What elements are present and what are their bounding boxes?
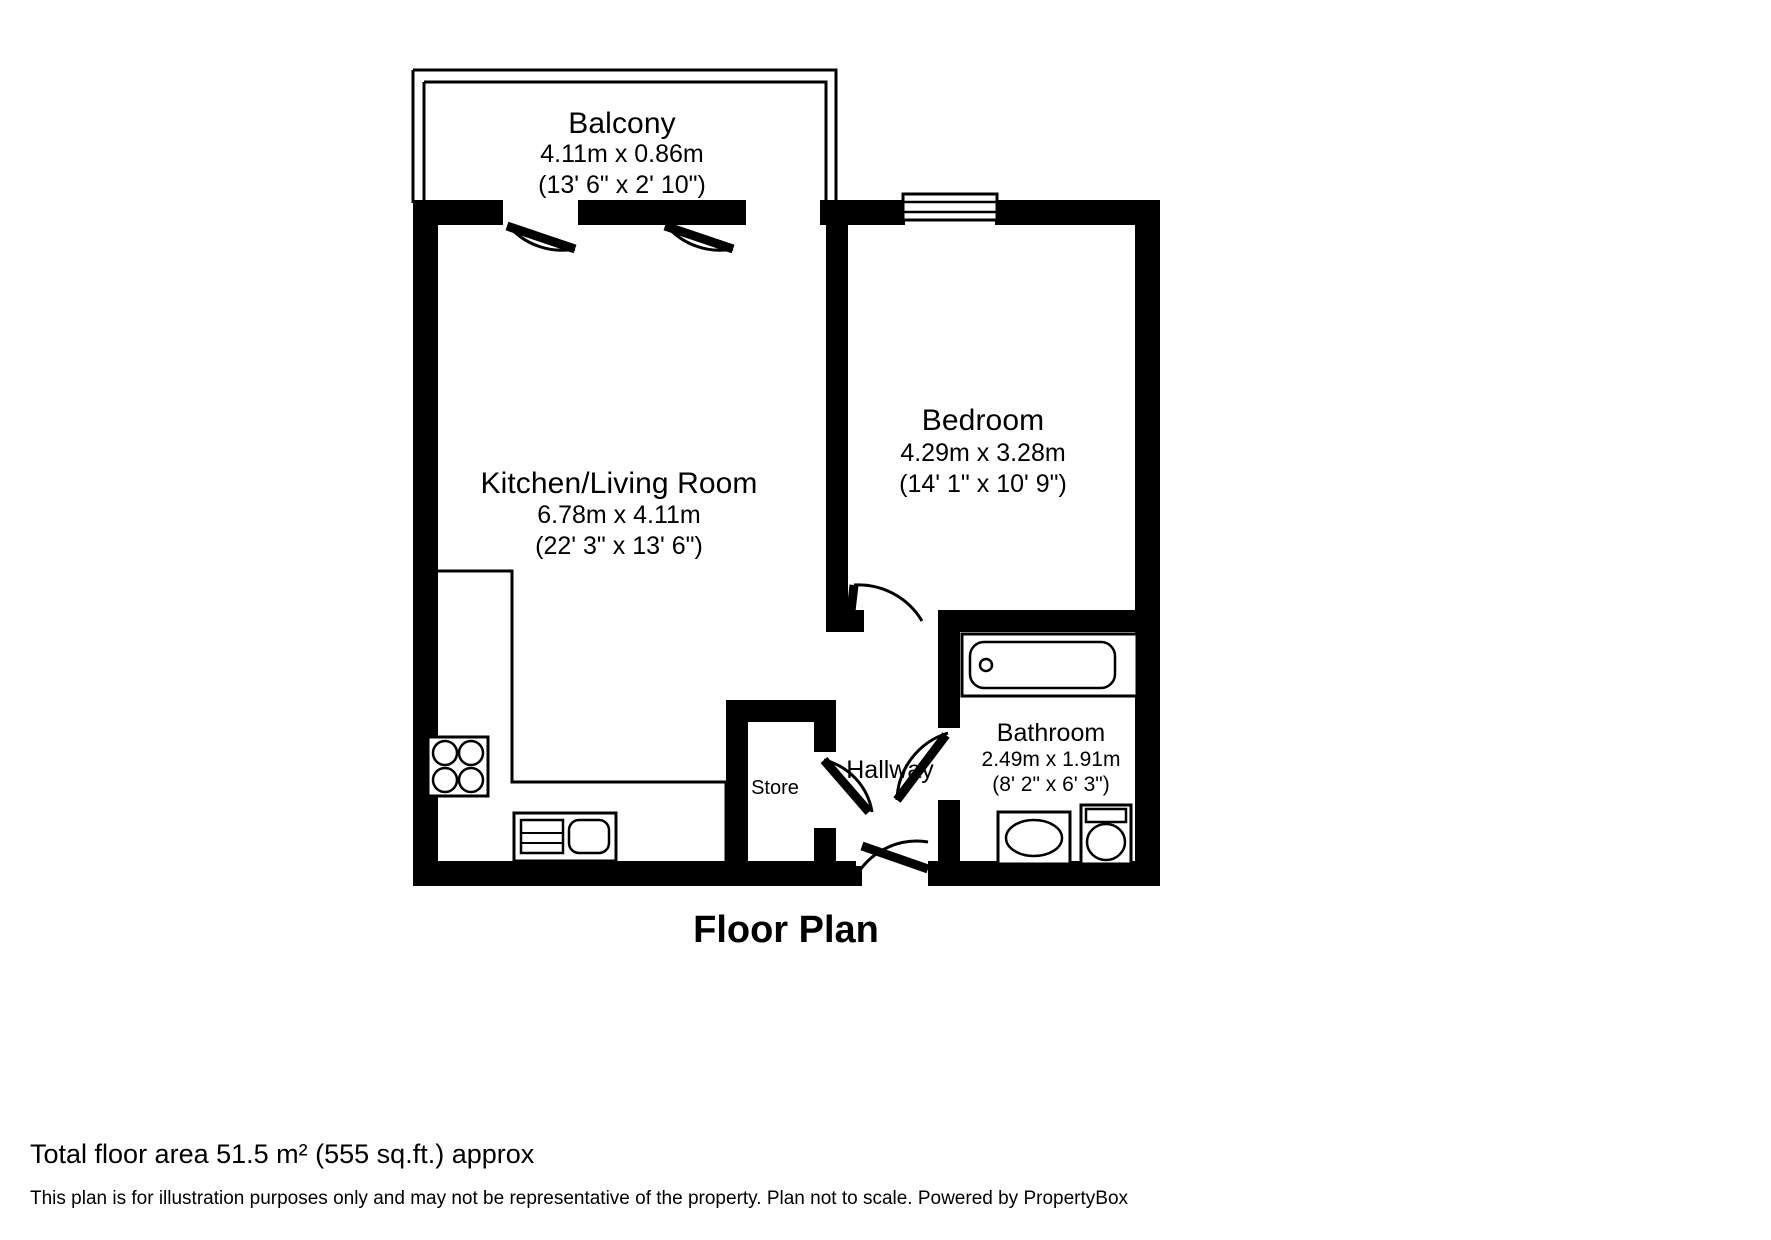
- room-label-balcony: Balcony: [568, 107, 676, 140]
- page-title: Floor Plan: [693, 909, 879, 951]
- door-bedroom-icon: [845, 583, 924, 622]
- room-label-hallway: Hallway: [846, 756, 934, 784]
- room-label-store: Store: [751, 777, 799, 799]
- room-dim-imperial-bedroom: (14' 1" x 10' 9"): [899, 470, 1067, 498]
- interior-walls: [726, 200, 1160, 861]
- total-floor-area: Total floor area 51.5 m² (555 sq.ft.) ap…: [30, 1139, 535, 1169]
- room-dim-metric-balcony: 4.11m x 0.86m: [540, 140, 704, 168]
- kitchen-counter: [438, 569, 728, 861]
- bathtub-icon: [960, 632, 1139, 698]
- room-dim-imperial-kitchen-living-room: (22' 3" x 13' 6"): [535, 532, 703, 560]
- room-dim-metric-bedroom: 4.29m x 3.28m: [900, 439, 1066, 467]
- hob-icon: [426, 735, 490, 798]
- balcony-outline: [411, 68, 838, 203]
- door-entrance-icon: [852, 839, 930, 886]
- room-dim-imperial-balcony: (13' 6" x 2' 10"): [538, 171, 706, 199]
- room-dim-metric-bathroom: 2.49m x 1.91m: [981, 748, 1121, 771]
- room-dim-imperial-bathroom: (8' 2" x 6' 3"): [992, 773, 1110, 796]
- wash-basin-icon: [996, 810, 1072, 866]
- door-bathroom-icon: [893, 731, 950, 803]
- toilet-icon: [1079, 803, 1133, 866]
- disclaimer-text: This plan is for illustration purposes o…: [30, 1188, 1129, 1209]
- room-label-bedroom: Bedroom: [921, 404, 1045, 437]
- exterior-walls: [413, 200, 1160, 886]
- kitchen-sink-icon: [512, 811, 618, 863]
- door-store-icon: [820, 757, 874, 815]
- room-label-kitchen-living-room: Kitchen/Living Room: [480, 467, 758, 500]
- window-bedroom: [901, 192, 999, 222]
- room-label-bathroom: Bathroom: [996, 719, 1106, 747]
- door-balcony-left-icon: [505, 210, 578, 254]
- door-balcony-right-icon: [663, 221, 735, 254]
- room-dim-metric-kitchen-living-room: 6.78m x 4.11m: [537, 501, 701, 529]
